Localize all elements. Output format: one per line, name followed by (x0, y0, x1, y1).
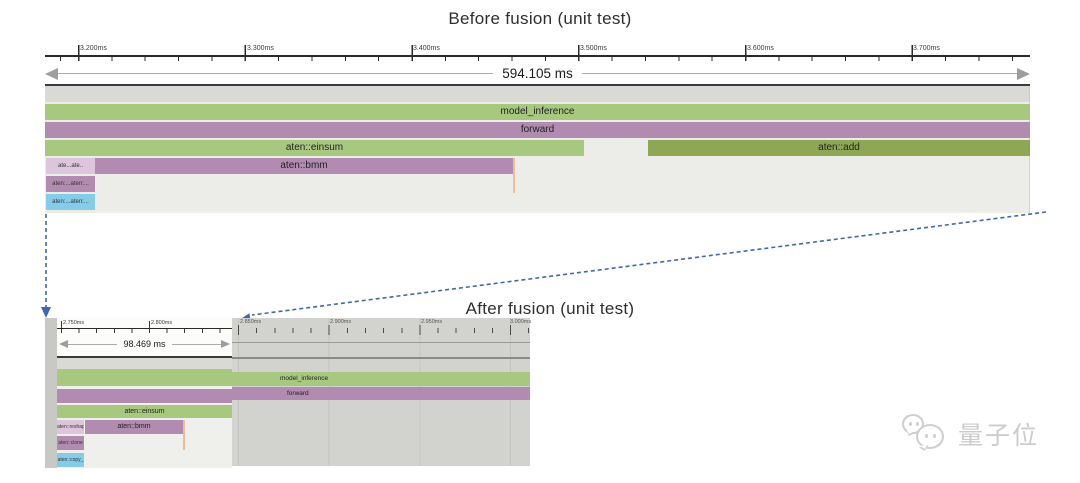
bubble-large (916, 424, 944, 449)
arrowhead-down-icon (41, 307, 51, 318)
qbitai-watermark: 量子位 (898, 412, 1040, 458)
track-label-gutter (45, 318, 57, 468)
tick-label: 2.750ms (63, 320, 85, 326)
trace-event-add[interactable]: aten::add (648, 140, 1030, 156)
trace-event-einsum[interactable]: aten::einsum (57, 405, 232, 418)
span-line (58, 72, 494, 75)
timeline-header-strip[interactable] (57, 358, 232, 369)
tick-label: 3.500ms (580, 45, 607, 52)
trace-event-model-inference[interactable] (57, 369, 232, 386)
ruler-baseline (45, 55, 1030, 57)
minor-ticks (45, 56, 1030, 61)
tick-label: 3.600ms (747, 45, 774, 52)
tick-label: 2.950ms (421, 319, 443, 325)
after-zoomed-panel: 2.750ms 2.800ms 98.469 ms aten::einsum a… (45, 318, 232, 468)
ruler-baseline (232, 342, 530, 343)
after-overview-panel: 2.850ms 2.900ms 2.950ms 3.000ms model_in… (232, 318, 532, 466)
trace-event-reshape[interactable]: aten::reshape (57, 420, 84, 434)
tick-label: 3.000ms (510, 319, 532, 325)
trace-event-label: forward (287, 390, 309, 397)
trace-event-marker[interactable] (513, 158, 515, 193)
selection-span-indicator: 98.469 ms (59, 335, 230, 353)
tick-label: 3.300ms (247, 45, 274, 52)
span-line (68, 343, 118, 345)
trace-event-model-inference[interactable]: model_inference (232, 372, 530, 386)
trace-event-label: model_inference (280, 375, 329, 382)
trace-event-einsum[interactable]: aten::einsum (45, 140, 584, 156)
span-arrow-right-icon (1017, 67, 1031, 80)
span-arrow-left-icon (45, 67, 58, 80)
after-fusion-title: After fusion (unit test) (465, 299, 635, 318)
span-line (581, 72, 1018, 75)
span-duration-label: 594.105 ms (502, 66, 573, 81)
ruler-baseline (57, 328, 232, 329)
trace-event-bmm[interactable]: aten::bmm (85, 420, 183, 434)
before-fusion-title: Before fusion (unit test) (448, 9, 632, 28)
span-line (171, 343, 221, 345)
span-duration-label: 98.469 ms (123, 339, 166, 349)
trace-event-small-group[interactable]: ate...ate.. (46, 158, 95, 174)
tick-label: 3.400ms (413, 45, 440, 52)
trace-event-marker[interactable] (183, 420, 185, 450)
tick-label: 2.850ms (240, 319, 262, 325)
trace-event-copy[interactable]: aten::copy_ (57, 453, 84, 467)
divider (45, 84, 1030, 86)
watermark-text: 量子位 (958, 422, 1040, 450)
span-arrow-right-icon (221, 340, 230, 348)
trace-event-forward[interactable]: forward (232, 387, 530, 400)
tick-label: 3.700ms (913, 45, 940, 52)
trace-event-model-inference[interactable]: model_inference (45, 104, 1030, 120)
minor-ticks (57, 329, 232, 333)
trace-event-forward[interactable]: forward (45, 122, 1030, 138)
after-overview-time-ruler[interactable]: 2.850ms 2.900ms 2.950ms 3.000ms (232, 318, 532, 343)
selection-span-indicator: 594.105 ms (45, 63, 1031, 84)
trace-event-small-group[interactable]: aten:...aten:... (46, 194, 95, 210)
before-timeline-panel: 3.200ms 3.300ms 3.400ms 3.500ms 3.600ms … (45, 42, 1031, 213)
span-arrow-left-icon (59, 340, 68, 348)
divider (232, 357, 530, 359)
minor-ticks (232, 328, 530, 333)
trace-event-bmm[interactable]: aten::bmm (95, 158, 513, 174)
divider (57, 356, 232, 358)
after-zoom-time-ruler[interactable]: 2.750ms 2.800ms (57, 320, 232, 334)
tick-label: 2.800ms (151, 320, 173, 326)
trace-event-forward[interactable] (57, 389, 232, 403)
trace-event-small-group[interactable]: aten:...aten:... (46, 176, 95, 192)
tick-label: 3.200ms (80, 45, 107, 52)
before-time-ruler[interactable]: 3.200ms 3.300ms 3.400ms 3.500ms 3.600ms … (45, 42, 1030, 62)
tick-label: 2.900ms (330, 319, 352, 325)
wechat-bubbles-logo-icon (898, 412, 952, 458)
trace-event-clone[interactable]: aten::clone (57, 436, 84, 450)
timeline-track-area[interactable]: model_inference forward aten::einsum ate… (45, 102, 1030, 213)
timeline-track-area[interactable]: aten::einsum aten::reshape aten::bmm ate… (57, 369, 232, 468)
timeline-header-strip[interactable] (45, 86, 1030, 102)
